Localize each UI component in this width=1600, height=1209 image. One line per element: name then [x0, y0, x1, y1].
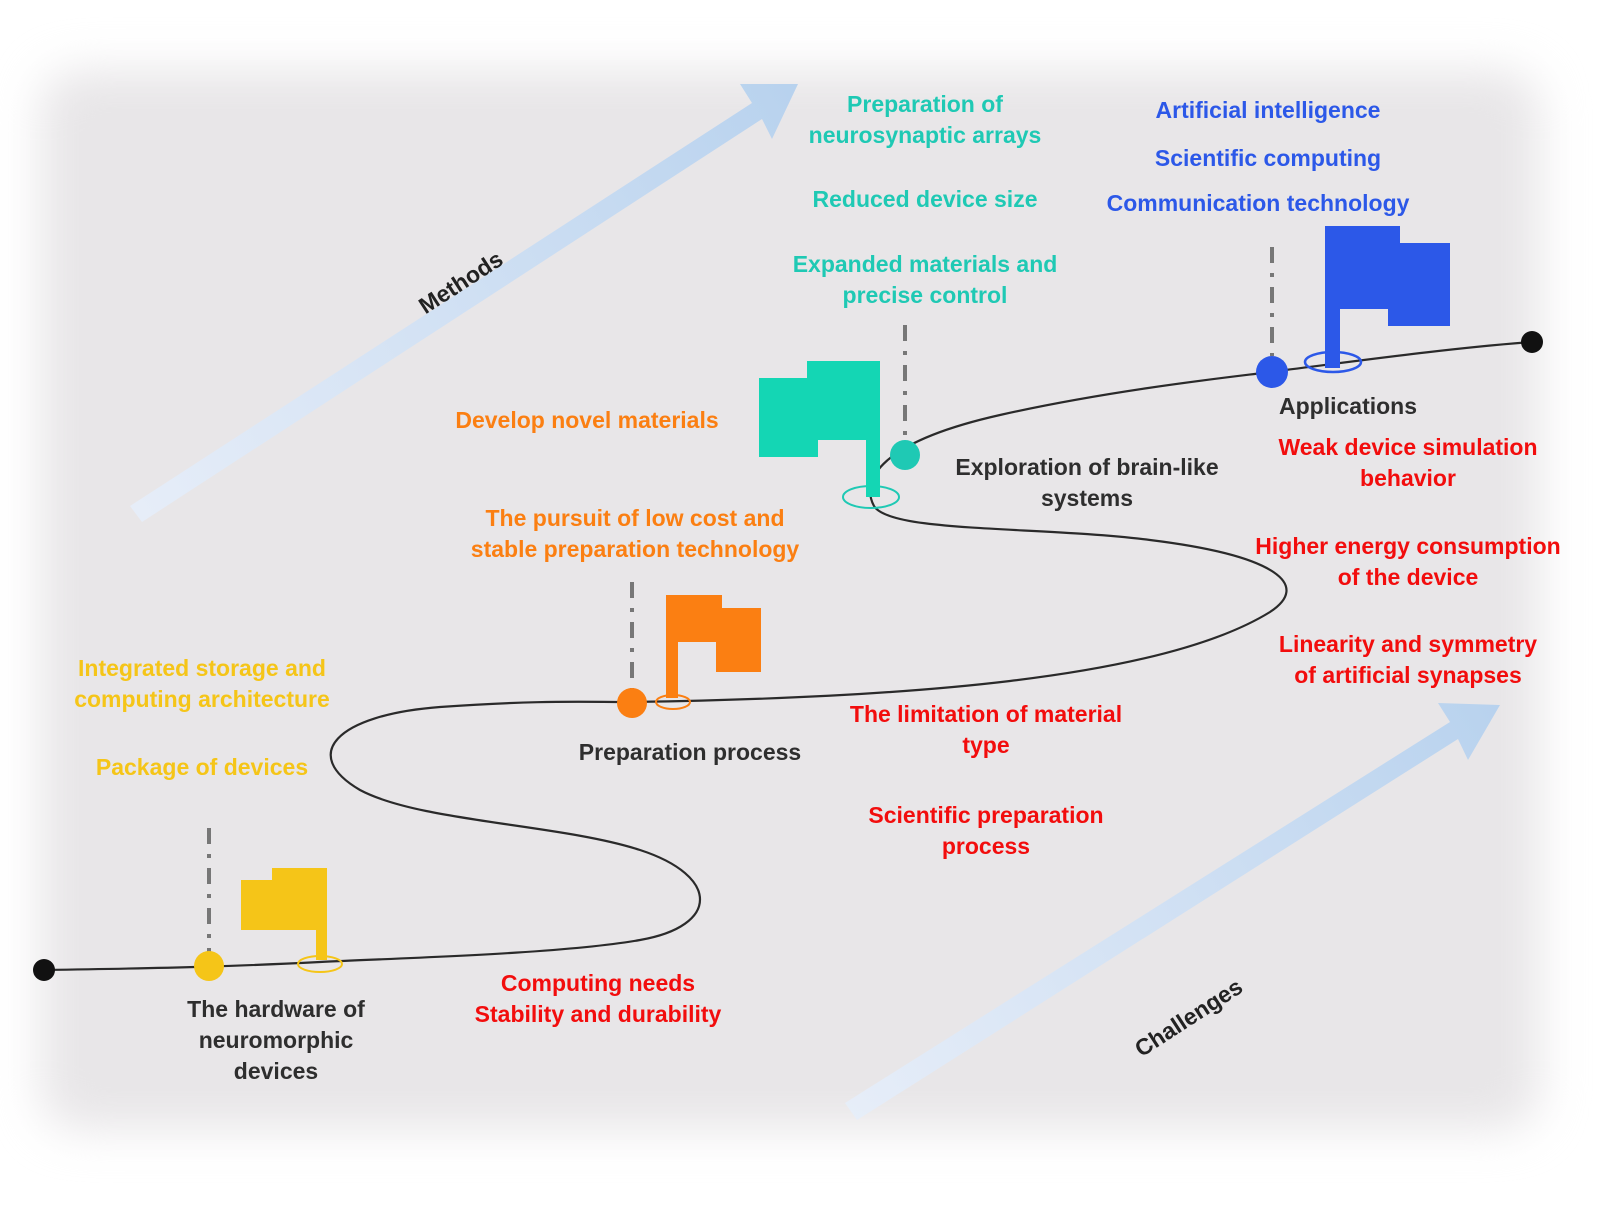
method-item: Communication technology	[1106, 190, 1410, 216]
method-item: Artificial intelligence	[1155, 97, 1381, 123]
method-item: Develop novel materials	[455, 407, 719, 433]
stage-name-applications: Applications	[1278, 393, 1418, 419]
stage-name-preparation: Preparation process	[578, 739, 802, 765]
road-end-dot	[1521, 331, 1543, 353]
methods-arrow	[130, 84, 798, 522]
road-path	[43, 340, 1533, 972]
milestone-hardware	[194, 828, 343, 981]
challenges-arrow	[845, 703, 1500, 1120]
orange-flag-icon	[666, 595, 761, 698]
yellow-flag-icon	[241, 868, 327, 960]
milestone-dot	[617, 688, 647, 718]
method-item: Scientific computing	[1154, 145, 1382, 171]
road-start-dot	[33, 959, 55, 981]
background-panel	[40, 70, 1540, 1130]
milestone-exploration	[759, 325, 920, 509]
method-item: Reduced device size	[812, 186, 1038, 212]
blue-flag-icon	[1325, 226, 1450, 368]
milestone-dot	[890, 440, 920, 470]
milestone-dot	[194, 951, 224, 981]
milestone-applications	[1256, 226, 1450, 388]
milestone-preparation	[617, 582, 761, 718]
teal-flag-icon	[759, 361, 880, 497]
milestone-dot	[1256, 356, 1288, 388]
method-item: Package of devices	[95, 754, 309, 780]
